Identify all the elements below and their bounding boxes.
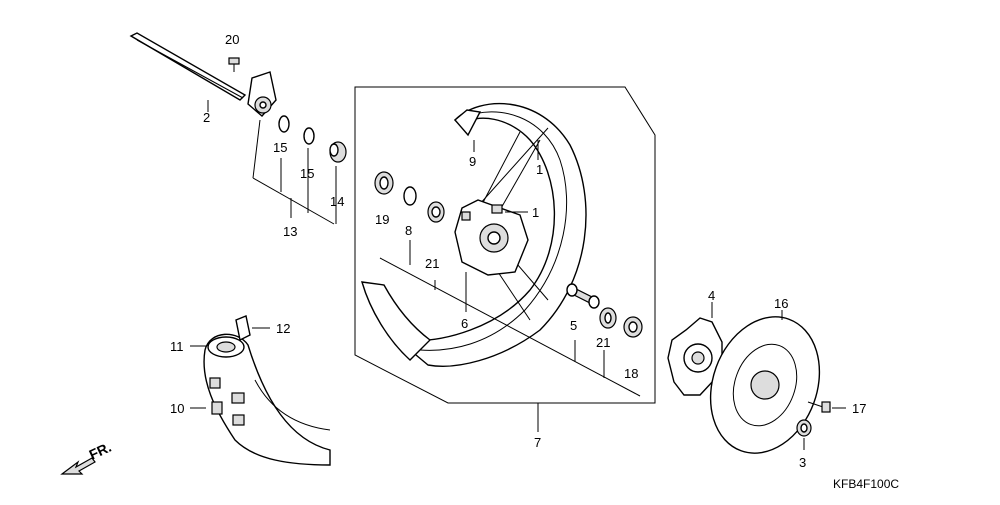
- callout-4: 4: [708, 288, 715, 303]
- callout-1a: 1: [536, 162, 543, 177]
- ring-8-part: [403, 186, 417, 206]
- callout-18: 18: [624, 366, 638, 381]
- bolt-17-part: [807, 401, 831, 413]
- nut-3-part: [796, 419, 812, 437]
- tire-part: [203, 333, 331, 466]
- seal-15b-part: [303, 127, 315, 145]
- callout-1b: 1: [532, 205, 539, 220]
- seal-18-part: [623, 316, 643, 338]
- callout-17: 17: [852, 401, 866, 416]
- callout-5: 5: [570, 318, 577, 333]
- callout-19: 19: [375, 212, 389, 227]
- callout-2: 2: [203, 110, 210, 125]
- bearing-21b-part: [599, 307, 617, 329]
- callout-21a: 21: [425, 256, 439, 271]
- callout-10: 10: [170, 401, 184, 416]
- axle-collar-part: [247, 71, 277, 117]
- collar-5-part: [566, 283, 600, 309]
- front-label: FR.: [87, 439, 114, 463]
- callout-11: 11: [170, 339, 184, 354]
- callout-14: 14: [330, 194, 344, 209]
- wheel-assembly-boundary: [354, 86, 656, 404]
- callout-21b: 21: [596, 335, 610, 350]
- seal-15a-part: [278, 115, 290, 133]
- bolt-20-part: [228, 57, 240, 72]
- callout-7: 7: [534, 435, 541, 450]
- callout-8: 8: [405, 223, 412, 238]
- callout-16: 16: [774, 296, 788, 311]
- collar-14-part: [329, 141, 347, 163]
- group-13-bracket: [252, 177, 335, 225]
- front-direction-arrow: FR.: [60, 439, 114, 475]
- callout-6: 6: [461, 316, 468, 331]
- tube-11-part: [207, 336, 245, 358]
- hub-part: [454, 199, 529, 276]
- seal-19-part: [374, 171, 394, 195]
- callout-15a: 15: [273, 140, 287, 155]
- brake-disc-part: [709, 316, 821, 454]
- diagram-code: KFB4F100C: [833, 477, 899, 491]
- callout-20: 20: [225, 32, 239, 47]
- axle-part: [129, 32, 247, 101]
- callout-15b: 15: [300, 166, 314, 181]
- callout-3: 3: [799, 455, 806, 470]
- rim-part: [361, 102, 587, 367]
- callout-9: 9: [469, 154, 476, 169]
- callout-13: 13: [283, 224, 297, 239]
- plate-4-part: [667, 317, 723, 396]
- leader-13a: [252, 119, 261, 179]
- leader-19-group: [379, 257, 641, 397]
- rim-band-12-part: [235, 315, 251, 342]
- callout-12: 12: [276, 321, 290, 336]
- bearing-21a-part: [427, 201, 445, 223]
